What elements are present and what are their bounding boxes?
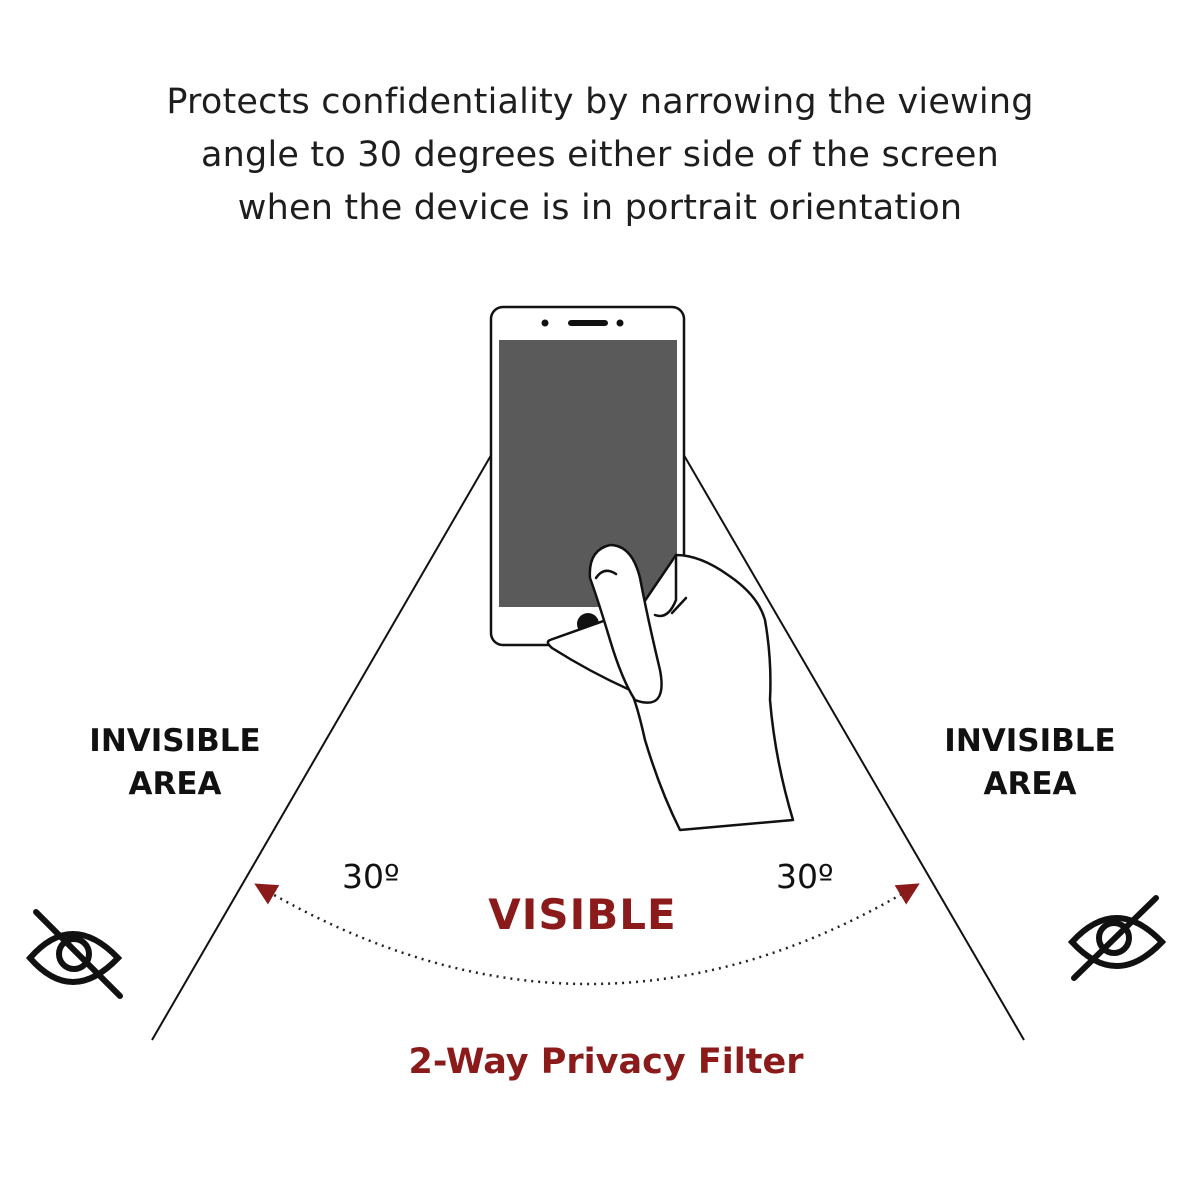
headline-line-2: angle to 30 degrees either side of the s… <box>201 135 999 175</box>
left-angle-label: 30º <box>342 857 400 896</box>
headline-line-1: Protects confidentiality by narrowing th… <box>166 82 1034 122</box>
left-area-line-2: AREA <box>128 766 222 802</box>
visible-angle-arc <box>254 883 920 986</box>
left-area-line-1: INVISIBLE <box>89 723 261 759</box>
right-invisible-area-label: INVISIBLE AREA <box>900 720 1160 806</box>
right-area-line-1: INVISIBLE <box>944 723 1116 759</box>
visible-label: VISIBLE <box>488 890 677 939</box>
left-boundary-line <box>151 444 498 1041</box>
eye-slash-icon-right <box>1067 895 1167 981</box>
right-area-line-2: AREA <box>983 766 1077 802</box>
left-invisible-area-label: INVISIBLE AREA <box>45 720 305 806</box>
headline-line-3: when the device is in portrait orientati… <box>237 188 963 228</box>
smartphone-icon <box>489 305 686 647</box>
right-angle-label: 30º <box>776 857 834 896</box>
headline: Protects confidentiality by narrowing th… <box>0 76 1200 235</box>
privacy-filter-label: 2-Way Privacy Filter <box>408 1042 804 1082</box>
hand-icon <box>546 543 795 832</box>
right-boundary-line <box>677 444 1025 1041</box>
eye-slash-icon-left <box>26 909 123 999</box>
